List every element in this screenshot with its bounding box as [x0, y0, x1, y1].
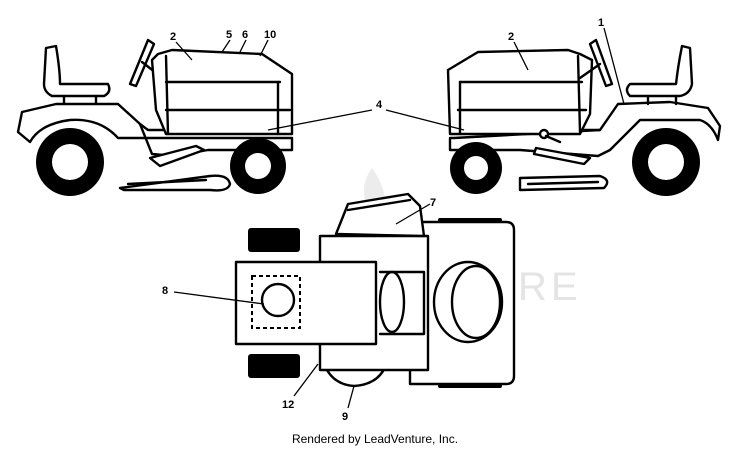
left-side-view	[16, 38, 294, 196]
top-view	[234, 192, 516, 388]
callout-2-right: 2	[508, 31, 514, 43]
callout-leaders	[173, 27, 625, 409]
callout-8: 8	[162, 285, 168, 297]
callout-4: 4	[376, 99, 383, 111]
callout-1: 1	[598, 17, 604, 29]
callout-labels: 1 2 2 4 5 6 7 8 9 10 12	[162, 17, 604, 423]
callout-12: 12	[282, 399, 294, 411]
callout-6: 6	[242, 29, 248, 41]
callout-2-left: 2	[170, 31, 176, 43]
callout-9: 9	[342, 411, 348, 423]
render-caption: Rendered by LeadVenture, Inc.	[291, 432, 459, 446]
callout-10: 10	[264, 29, 276, 41]
callout-5: 5	[226, 29, 232, 41]
right-side-view	[446, 38, 722, 196]
callout-7: 7	[430, 197, 436, 209]
